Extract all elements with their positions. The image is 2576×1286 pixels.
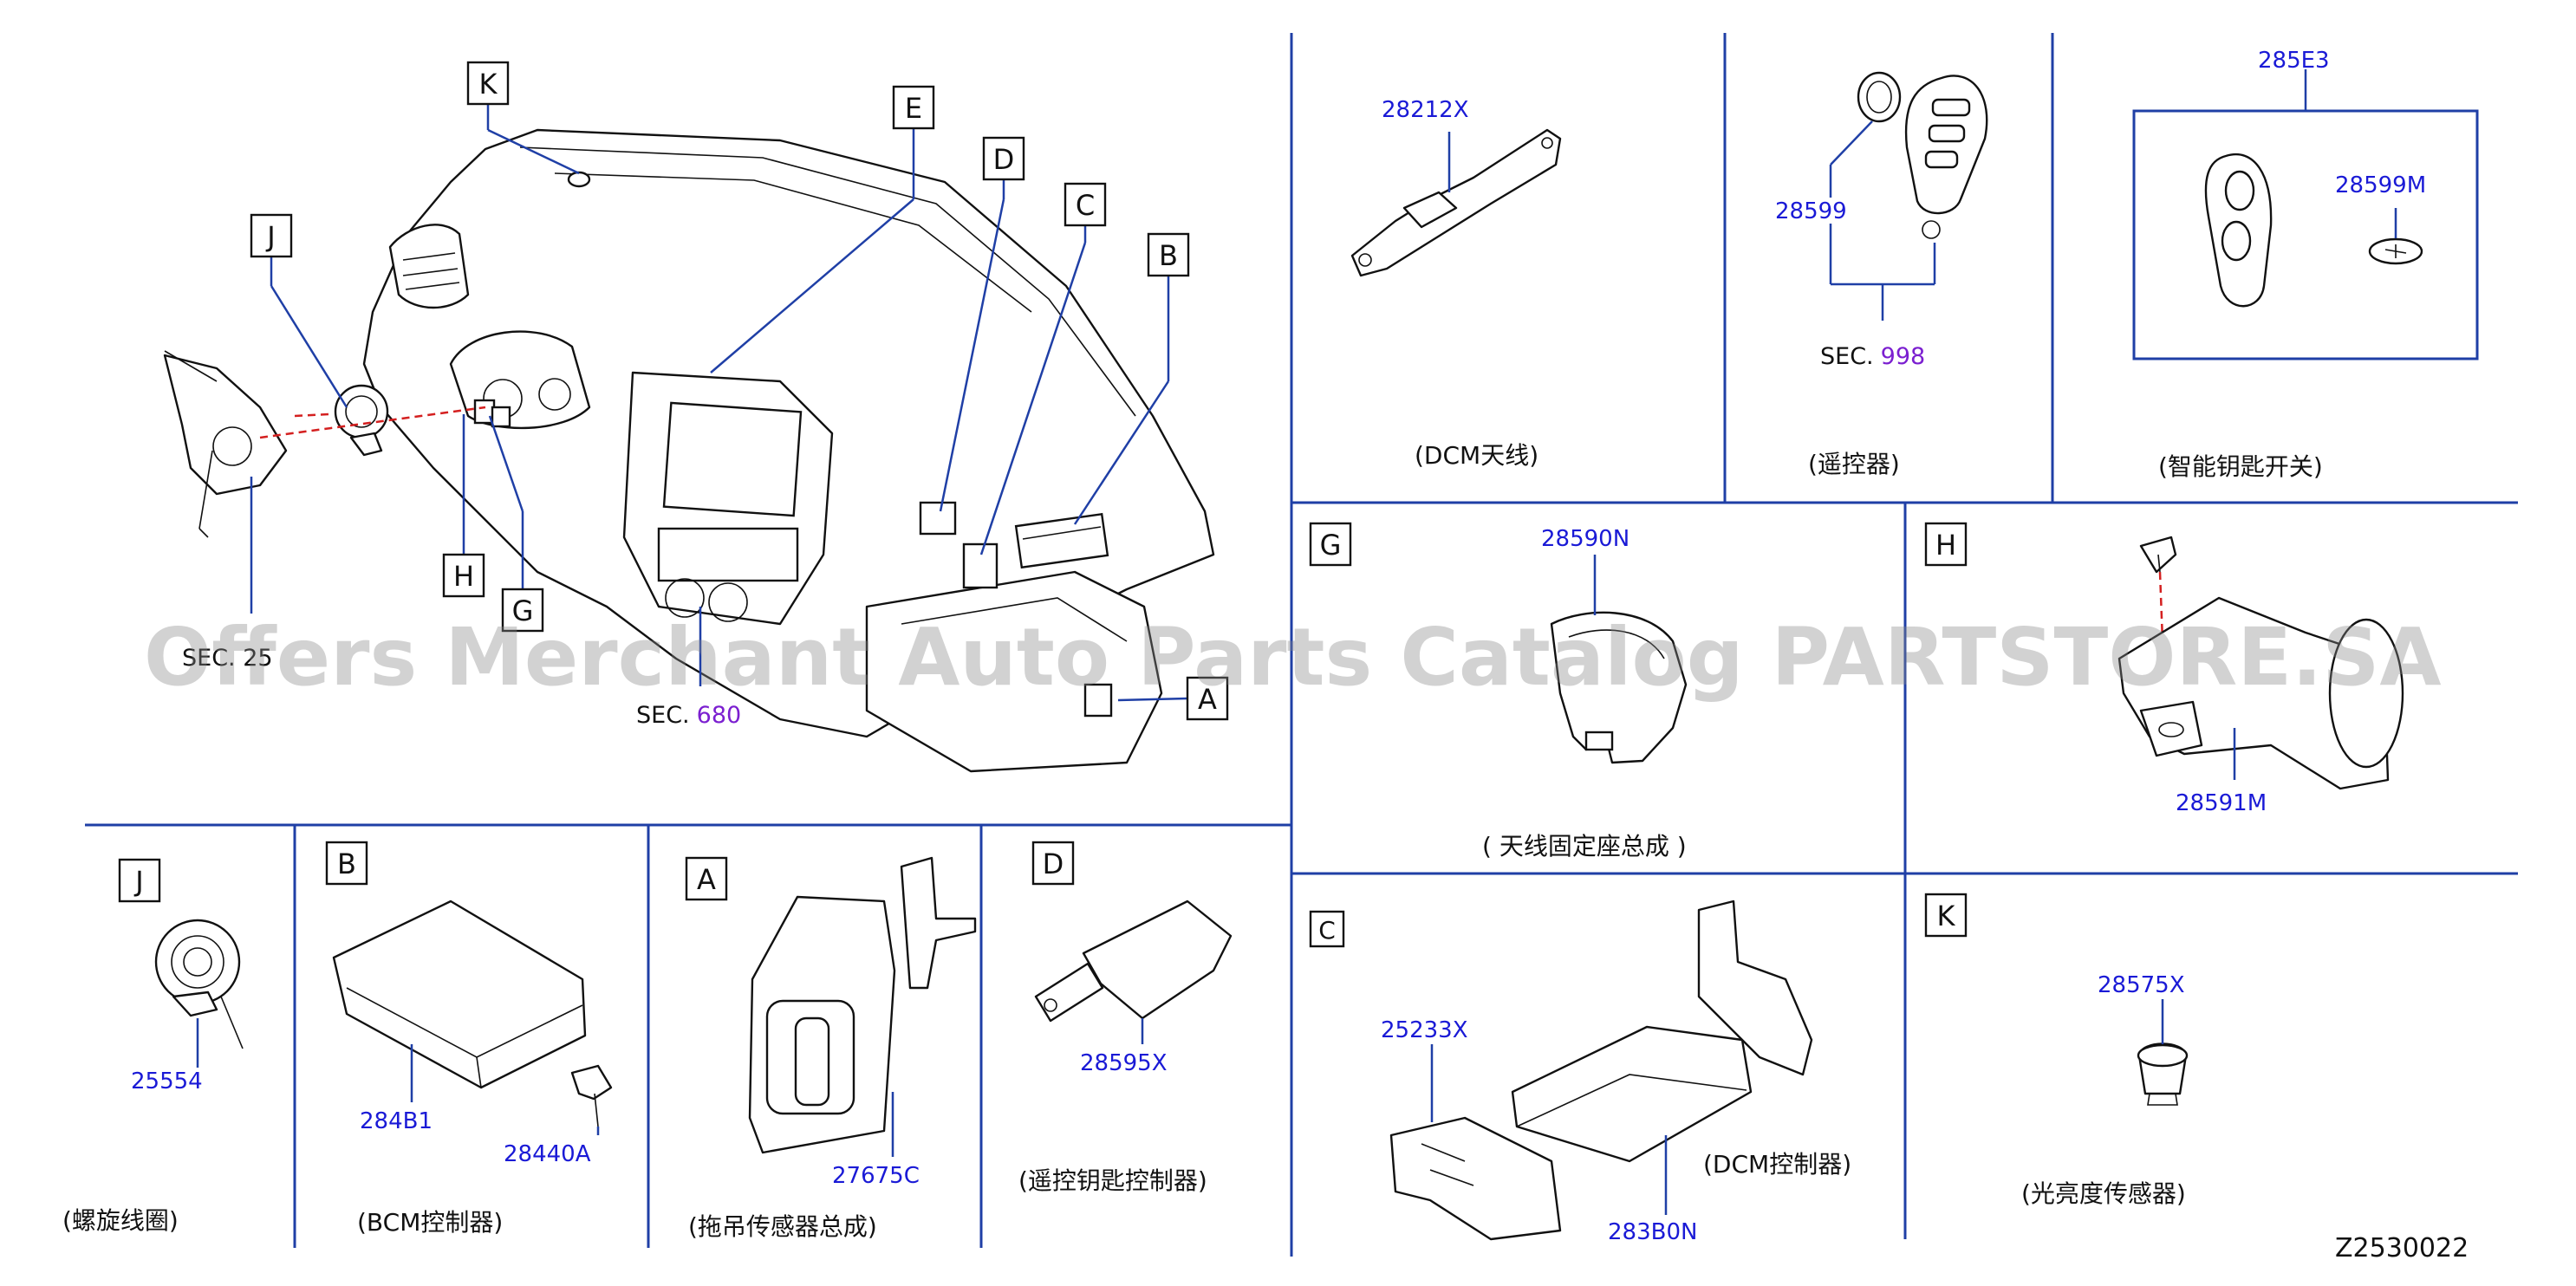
- panel-remote: 28599 SEC. 998 (遥控器): [1775, 71, 1988, 478]
- dcm-antenna-part-number[interactable]: 28212X: [1382, 97, 1469, 123]
- callout-k-label: K: [479, 68, 498, 101]
- panel-smart-key: 285E3 28599M (智能钥匙开关): [2132, 48, 2479, 481]
- callout-b[interactable]: B: [1147, 232, 1190, 277]
- panel-c-label: C: [1318, 916, 1336, 945]
- panel-k-part-number[interactable]: 28575X: [2098, 972, 2185, 998]
- remote-sec-prefix: SEC.: [1820, 343, 1874, 370]
- callout-e[interactable]: E: [892, 85, 935, 130]
- panel-j-label: J: [133, 865, 143, 898]
- callout-c[interactable]: C: [1064, 182, 1107, 227]
- overview-leaders: [250, 104, 1188, 702]
- callout-g[interactable]: G: [501, 588, 544, 633]
- smart-key-battery-part-number[interactable]: 28599M: [2335, 172, 2426, 198]
- panel-g-caption: ( 天线固定座总成 ): [1482, 832, 1687, 861]
- panel-b-unit-part-number[interactable]: 284B1: [360, 1108, 433, 1134]
- sec-680-prefix: SEC.: [636, 702, 690, 729]
- callout-k[interactable]: K: [466, 61, 510, 106]
- panel-h-part-number[interactable]: 28591M: [2176, 790, 2267, 816]
- panel-j-caption: (螺旋线圈): [62, 1206, 179, 1235]
- dashboard-overview-illustration: [163, 128, 1215, 773]
- panel-c-bracket-part-number[interactable]: 25233X: [1381, 1017, 1468, 1043]
- callout-d-label: D: [993, 143, 1015, 176]
- panel-b-bolt-part-number[interactable]: 28440A: [504, 1141, 591, 1167]
- remote-part-number[interactable]: 28599: [1775, 198, 1847, 224]
- panel-k-label: K: [1937, 900, 1956, 932]
- callout-d[interactable]: D: [982, 136, 1025, 181]
- remote-sec-number: 998: [1881, 343, 1926, 370]
- callout-a-label: A: [1198, 683, 1217, 716]
- panel-a-part-number[interactable]: 27675C: [832, 1163, 920, 1189]
- callout-g-label: G: [512, 594, 534, 627]
- overview-sec-680[interactable]: SEC. 680: [636, 702, 741, 729]
- panel-g: G 28590N ( 天线固定座总成 ): [1309, 522, 1688, 861]
- smart-key-caption: (智能钥匙开关): [2158, 452, 2323, 481]
- panel-d-part-number[interactable]: 28595X: [1080, 1050, 1168, 1076]
- panel-j-part-number[interactable]: 25554: [131, 1068, 203, 1094]
- sec-680-number: 680: [697, 702, 742, 729]
- remote-caption: (遥控器): [1808, 450, 1900, 478]
- remote-sec-998[interactable]: SEC. 998: [1820, 343, 1925, 370]
- watermark-text: Offers Merchant Auto Parts Catalog PARTS…: [144, 611, 2442, 704]
- panel-h-label: H: [1935, 529, 1956, 562]
- panel-k: K 28575X (光亮度传感器): [1924, 893, 2189, 1208]
- callout-h-label: H: [453, 560, 474, 593]
- panel-d-label: D: [1043, 848, 1064, 880]
- panel-k-caption: (光亮度传感器): [2021, 1179, 2186, 1208]
- panel-j: J 25554 (螺旋线圈): [62, 858, 244, 1235]
- panel-b-label: B: [337, 848, 356, 880]
- callout-b-label: B: [1159, 239, 1178, 272]
- diagram-code: Z2530022: [2335, 1233, 2469, 1263]
- dcm-antenna-caption: (DCM天线): [1415, 441, 1538, 470]
- callout-h[interactable]: H: [442, 553, 485, 598]
- panel-a-caption: (拖吊传感器总成): [688, 1212, 877, 1241]
- overview-sec-25[interactable]: SEC. 25: [182, 645, 273, 672]
- panel-b: B 284B1 28440A (BCM控制器): [325, 841, 613, 1237]
- callout-a[interactable]: A: [1186, 676, 1229, 721]
- panel-b-caption: (BCM控制器): [357, 1208, 503, 1237]
- panel-g-label: G: [1320, 529, 1342, 562]
- panel-c: C 25233X 283B0N (DCM控制器): [1309, 900, 1851, 1245]
- callout-e-label: E: [905, 92, 922, 125]
- panel-dcm-antenna: 28212X (DCM天线): [1350, 97, 1562, 470]
- panel-c-unit-part-number[interactable]: 283B0N: [1608, 1219, 1697, 1245]
- panel-d-caption: (遥控钥匙控制器): [1018, 1166, 1207, 1195]
- panel-grid: [85, 33, 2518, 1257]
- panel-a-label: A: [697, 863, 716, 896]
- panel-g-part-number[interactable]: 28590N: [1541, 526, 1630, 552]
- panel-a: A 27675C (拖吊传感器总成): [685, 856, 977, 1241]
- panel-c-caption: (DCM控制器): [1703, 1150, 1851, 1179]
- callout-j[interactable]: J: [250, 213, 293, 258]
- callout-j-label: J: [265, 220, 275, 253]
- callout-c-label: C: [1076, 189, 1095, 222]
- panel-d: D 28595X (遥控钥匙控制器): [1018, 841, 1233, 1195]
- panel-h: H 28591M: [1924, 522, 2404, 816]
- smart-key-frame-part-number[interactable]: 285E3: [2258, 48, 2330, 74]
